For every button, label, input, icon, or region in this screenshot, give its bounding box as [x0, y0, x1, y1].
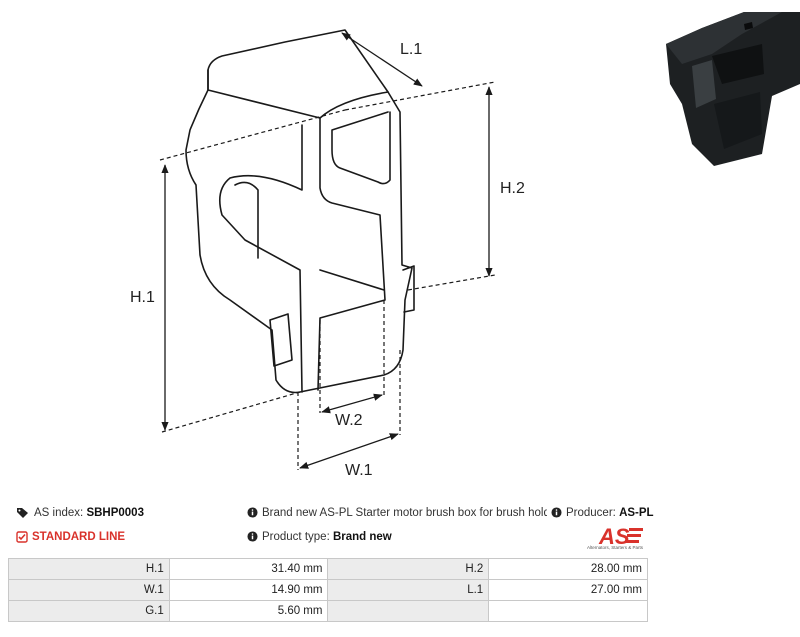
product-type-value: Brand new [332, 531, 392, 543]
part-slot-back [331, 111, 391, 185]
part-outline [185, 69, 413, 394]
spec-value: 5.60 mm [168, 600, 329, 622]
spec-value [488, 600, 648, 622]
table-row: W.1 14.90 mm L.1 27.00 mm [8, 579, 648, 601]
ext-h1-bottom [161, 391, 301, 433]
dim-w1 [299, 433, 399, 469]
label-l1: L.1 [400, 41, 422, 58]
part-top-face [207, 29, 389, 119]
part-slot-front [317, 117, 386, 391]
product-type: Product type: Brand new [247, 530, 392, 544]
spec-value: 31.40 mm [168, 558, 329, 580]
label-w1: W.1 [345, 462, 373, 479]
spec-value: 27.00 mm [488, 579, 648, 601]
part-tab-left [269, 313, 293, 367]
producer-value: AS-PL [619, 507, 654, 519]
standard-line: STANDARD LINE [16, 530, 125, 544]
table-row: G.1 5.60 mm [8, 600, 648, 622]
spec-label: H.1 [8, 558, 170, 580]
description: Brand new AS-PL Starter motor brush box … [247, 506, 547, 520]
part-slot-inner [219, 124, 303, 393]
as-index: AS index: SBHP0003 [16, 506, 144, 520]
spec-label [327, 600, 490, 622]
info-circle-icon [247, 531, 258, 543]
ext-h2-top [344, 81, 496, 111]
info-circle-icon [247, 507, 258, 519]
part-inner-edge [319, 269, 385, 291]
producer: Producer: AS-PL [549, 506, 654, 520]
tags-icon [17, 507, 28, 518]
ext-h1-top [159, 109, 346, 161]
product-type-label: Product type: [262, 531, 330, 543]
spec-value: 28.00 mm [488, 558, 648, 580]
dim-l1 [341, 32, 423, 87]
check-square-icon [16, 531, 28, 543]
info-circle-icon [551, 507, 562, 519]
as-index-value: SBHP0003 [86, 507, 144, 519]
ext-h2-bottom [407, 274, 496, 291]
label-w2: W.2 [335, 412, 363, 429]
logo-tagline: Alternators, Starters & Parts [587, 545, 644, 550]
part-inner-curve [234, 181, 259, 259]
label-h2: H.2 [500, 180, 525, 197]
standard-line-text: STANDARD LINE [32, 531, 126, 543]
spec-value: 14.90 mm [168, 579, 329, 601]
dim-w2 [321, 393, 383, 414]
specs-table: H.1 31.40 mm H.2 28.00 mm W.1 14.90 mm L… [8, 558, 648, 622]
technical-drawing: L.1 H.1 H.2 W.2 W.1 [130, 29, 525, 479]
spec-label: W.1 [8, 579, 170, 601]
product-photo [652, 4, 800, 166]
label-h1: H.1 [130, 289, 155, 306]
table-row: H.1 31.40 mm H.2 28.00 mm [8, 558, 648, 580]
description-text: Brand new AS-PL Starter motor brush box … [262, 507, 547, 519]
producer-label: Producer: [566, 507, 616, 519]
as-index-label: AS index: [34, 507, 84, 519]
spec-label: G.1 [8, 600, 170, 622]
spec-label: L.1 [327, 579, 490, 601]
as-pl-logo: AS [598, 524, 643, 549]
part-tab-right [402, 265, 415, 313]
logo-mark: AS [598, 524, 630, 549]
spec-label: H.2 [327, 558, 490, 580]
